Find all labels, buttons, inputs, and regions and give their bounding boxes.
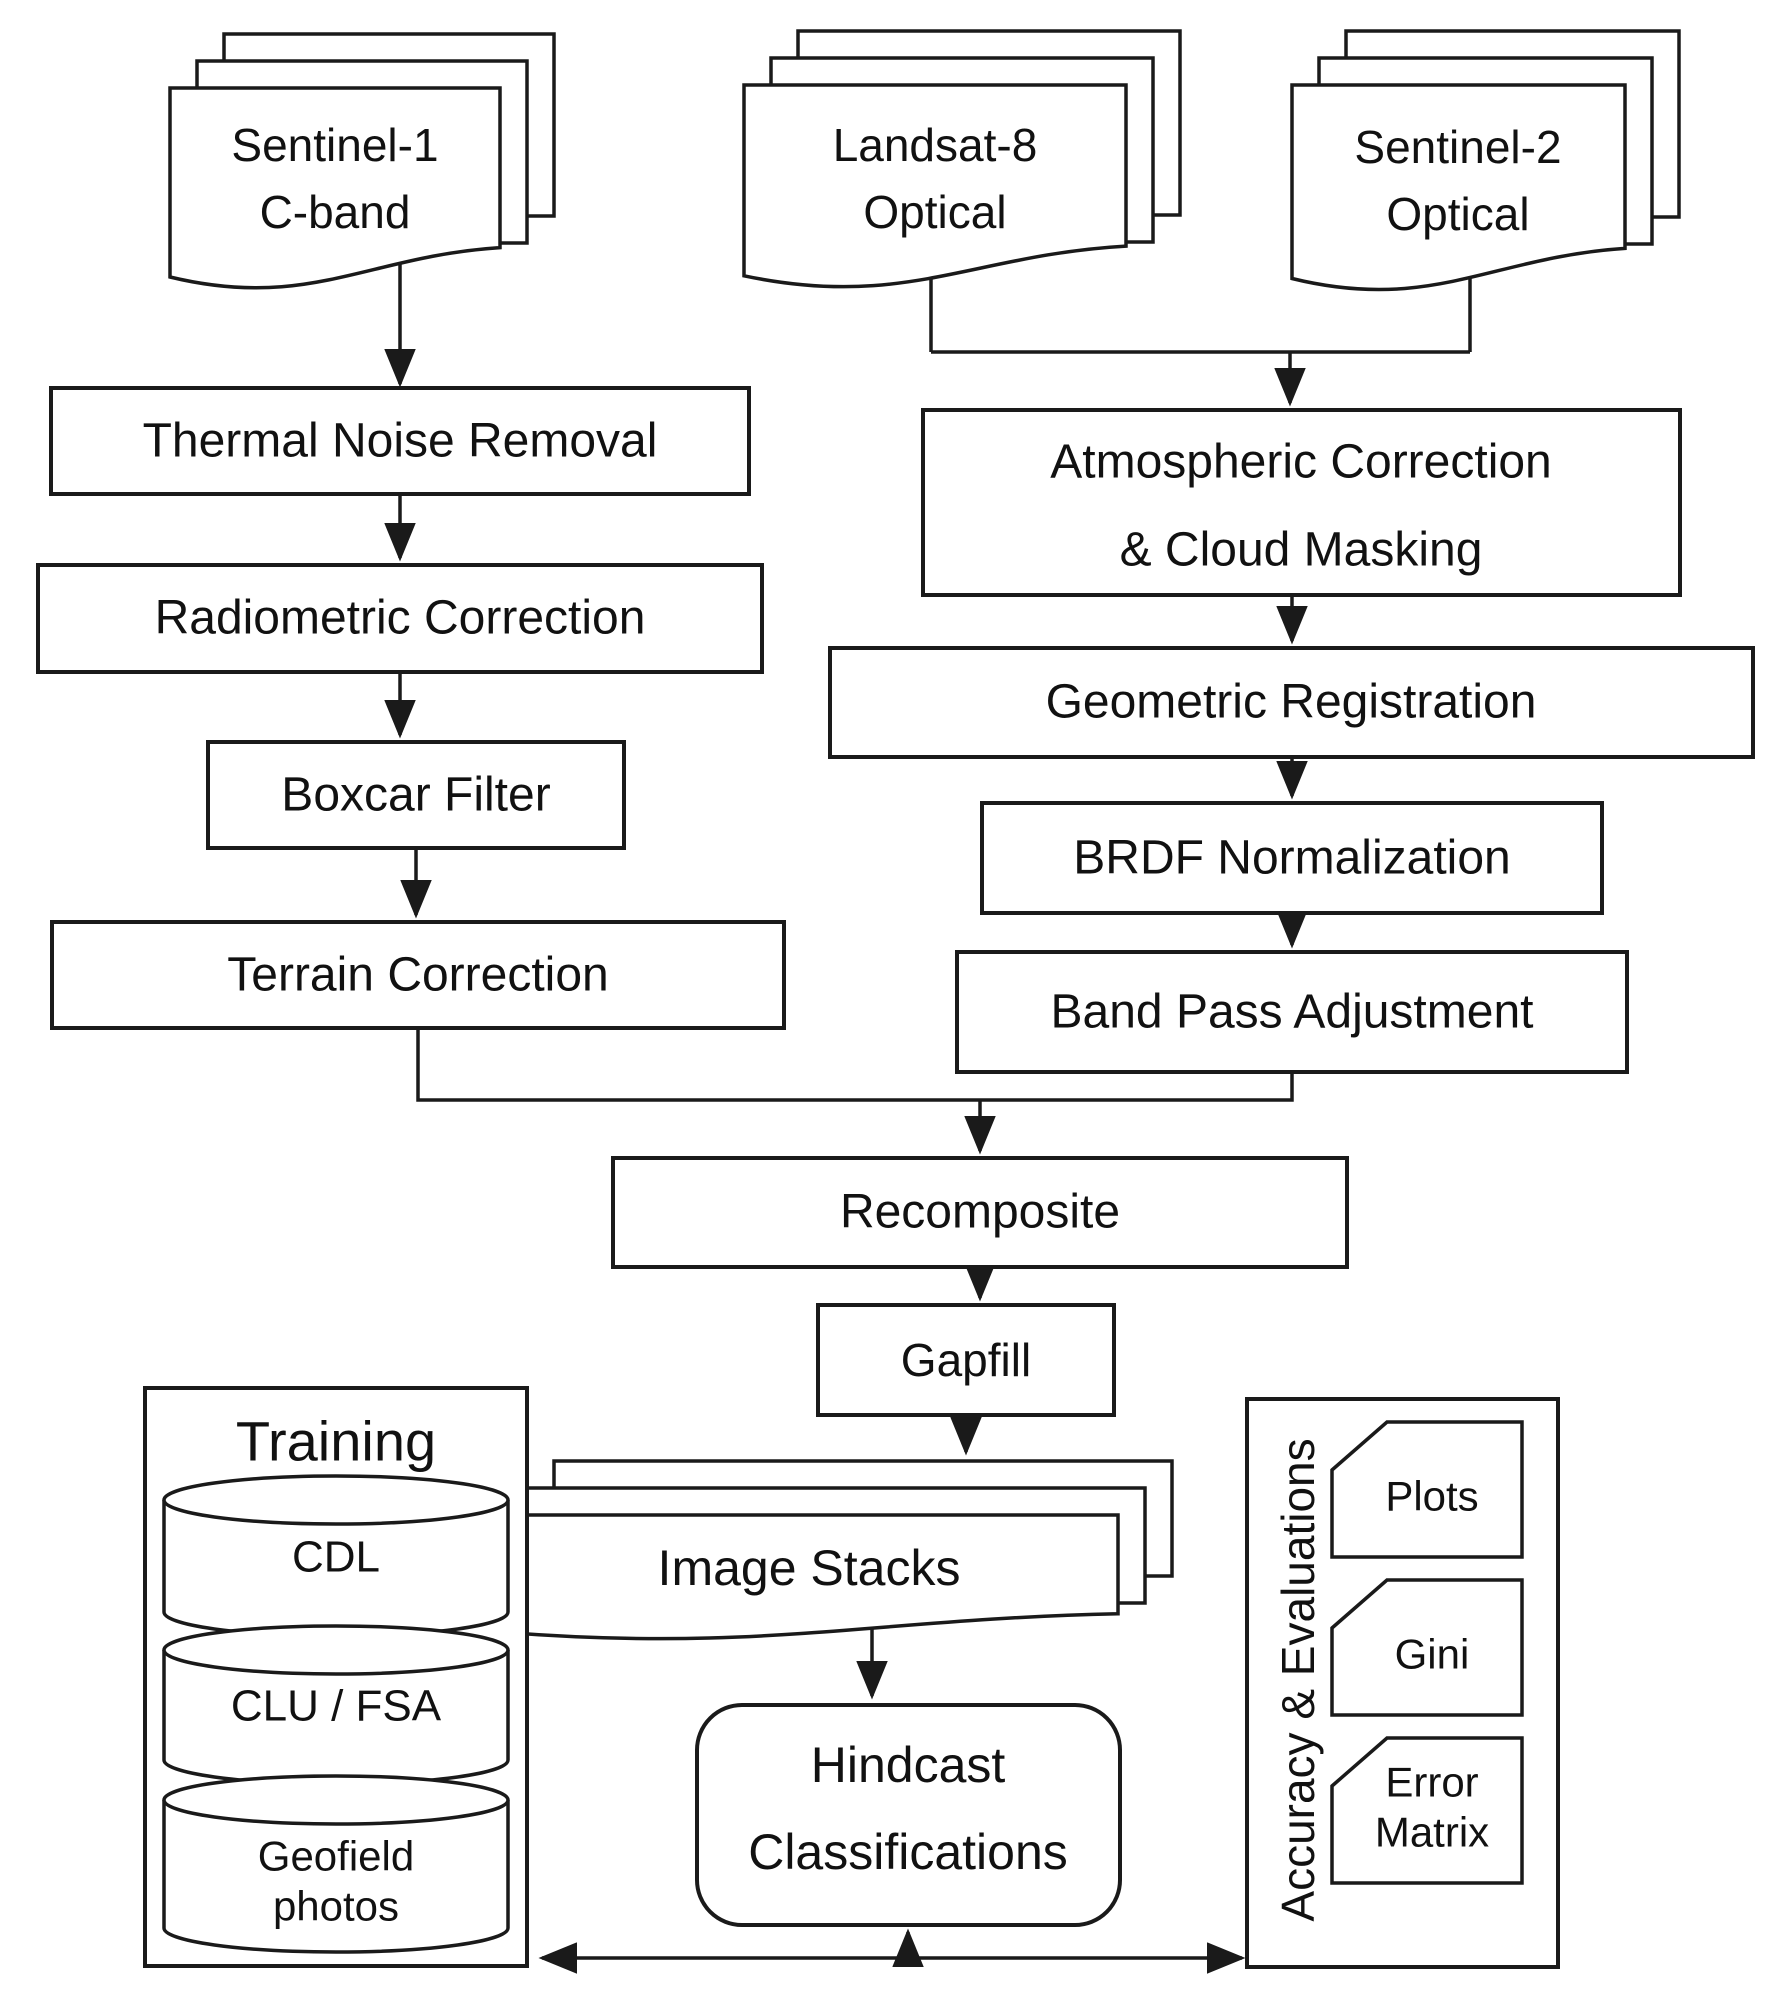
boxcar-filter-box	[206, 740, 626, 850]
recomposite-label: Recomposite	[840, 1186, 1120, 1239]
evaluation-title-vertical: Accuracy & Evaluations	[1272, 1438, 1324, 1921]
terrain-correction-label: Terrain Correction	[227, 949, 608, 1002]
geofield-cylinder-body	[162, 1800, 510, 1954]
thermal-noise-removal-label: Thermal Noise Removal	[143, 415, 658, 468]
landsat8-stack: Landsat-8 Optical	[742, 29, 1182, 289]
sentinel2-front-page	[1290, 83, 1627, 292]
geofield-cylinder-top	[162, 1774, 510, 1826]
geofield-label-line1: Geofield	[258, 1833, 414, 1880]
feedback-arrows	[538, 1928, 1246, 1974]
optical-chain: Atmospheric Correction & Cloud Masking G…	[828, 408, 1755, 1074]
hindcast-classifications-box	[695, 1703, 1122, 1927]
sentinel1-label-line2: C-band	[260, 186, 411, 238]
gini-card	[1330, 1578, 1524, 1717]
plots-label: Plots	[1385, 1473, 1478, 1520]
landsat8-label-line1: Landsat-8	[833, 119, 1038, 171]
geofield-label-line2: photos	[273, 1883, 399, 1930]
sar-chain: Thermal Noise Removal Radiometric Correc…	[36, 386, 786, 1030]
geofield-photos-cylinder: Geofield photos	[162, 1774, 510, 1954]
atmospheric-correction-label-line2: & Cloud Masking	[1120, 524, 1483, 577]
geometric-registration-box	[828, 646, 1755, 759]
landsat8-front-page	[742, 83, 1128, 289]
connectors	[384, 255, 1472, 1700]
sentinel1-stack: Sentinel-1 C-band	[168, 32, 556, 290]
boxcar-filter-label: Boxcar Filter	[281, 769, 550, 822]
sentinel1-front-page	[168, 86, 502, 290]
recomposite-box	[611, 1156, 1349, 1269]
error-matrix-label-line1: Error	[1385, 1759, 1478, 1806]
cdl-label: CDL	[292, 1533, 380, 1582]
thermal-noise-removal-box	[49, 386, 751, 496]
training-title: Training	[236, 1410, 436, 1473]
image-stacks-front-page	[498, 1513, 1120, 1641]
hindcast-label-line2: Classifications	[748, 1824, 1068, 1880]
band-pass-adjustment-box	[955, 950, 1629, 1074]
image-stacks-stack: Image Stacks	[498, 1459, 1174, 1641]
gapfill-label: Gapfill	[901, 1334, 1031, 1386]
error-matrix-label-line2: Matrix	[1375, 1809, 1489, 1856]
geometric-registration-label: Geometric Registration	[1046, 676, 1537, 729]
brdf-normalization-box	[980, 801, 1604, 915]
atmospheric-correction-label-line1: Atmospheric Correction	[1050, 436, 1552, 489]
band-pass-adjustment-label: Band Pass Adjustment	[1051, 986, 1534, 1039]
error-matrix-card	[1330, 1736, 1524, 1885]
sentinel2-label-line1: Sentinel-2	[1354, 121, 1561, 173]
clu-fsa-cylinder-top	[162, 1624, 510, 1676]
hindcast-label-line1: Hindcast	[811, 1737, 1006, 1793]
training-panel: Training CDL CLU / FSA Geofield photos	[143, 1386, 529, 1968]
gini-label: Gini	[1395, 1631, 1470, 1678]
plots-card	[1330, 1420, 1524, 1559]
clu-fsa-cylinder: CLU / FSA	[162, 1624, 510, 1786]
sentinel1-label-line1: Sentinel-1	[231, 119, 438, 171]
sentinel2-stack: Sentinel-2 Optical	[1290, 29, 1681, 292]
radiometric-correction-label: Radiometric Correction	[155, 592, 646, 645]
clu-fsa-label: CLU / FSA	[231, 1682, 442, 1731]
connector-terrain-elbow	[416, 1028, 980, 1102]
gapfill-box	[816, 1303, 1116, 1417]
evaluation-panel: Accuracy & Evaluations Plots Gini Error …	[1245, 1397, 1560, 1969]
sentinel2-label-line2: Optical	[1386, 188, 1529, 240]
connector-bandpass-elbow	[980, 1072, 1294, 1102]
merge-chain: Recomposite Gapfill Image Stacks Hindcas…	[498, 1156, 1349, 1927]
terrain-correction-box	[50, 920, 786, 1030]
radiometric-correction-box	[36, 563, 764, 674]
landsat8-label-line2: Optical	[863, 186, 1006, 238]
image-stacks-label: Image Stacks	[658, 1540, 961, 1596]
cdl-cylinder: CDL	[162, 1474, 510, 1638]
brdf-normalization-label: BRDF Normalization	[1073, 832, 1510, 885]
atmospheric-correction-box	[921, 408, 1682, 597]
cdl-cylinder-top	[162, 1474, 510, 1526]
